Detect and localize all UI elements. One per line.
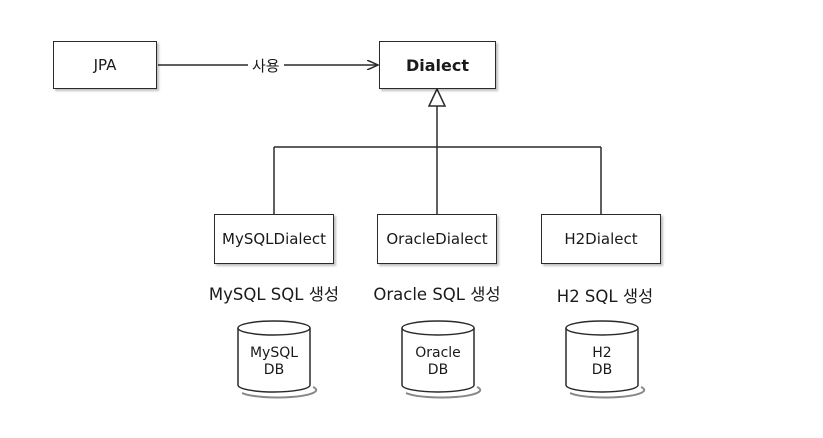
h2-sql-caption: H2 SQL 생성 [556, 287, 654, 306]
mysql-sql-caption: MySQL SQL 생성 [208, 285, 340, 304]
uses-label: 사용 [248, 55, 284, 76]
oracle-sql-caption: Oracle SQL 생성 [373, 285, 501, 304]
oracle-dialect-node: OracleDialect [377, 214, 497, 264]
mysql-db-label-line2: DB [263, 362, 285, 378]
h2-db-label-line2: DB [591, 362, 613, 378]
mysql-db-label-line1: MySQL [249, 345, 299, 361]
oracle-db-label-line2: DB [427, 362, 449, 378]
oracle-db-label: Oracle DB [402, 345, 474, 379]
h2-db-cylinder [565, 320, 646, 399]
h2-db-label-line1: H2 [592, 345, 612, 361]
inheritance-triangle [427, 87, 447, 107]
dialect-node: Dialect [379, 41, 496, 89]
jpa-node: JPA [53, 41, 157, 89]
oracle-db-cylinder [401, 320, 482, 399]
mysql-dialect-node: MySQLDialect [214, 214, 334, 264]
mysql-db-cylinder [237, 320, 318, 399]
h2-dialect-node: H2Dialect [541, 214, 661, 264]
mysql-db-label: MySQL DB [238, 345, 310, 379]
oracle-db-label-line1: Oracle [415, 345, 461, 361]
h2-db-label: H2 DB [566, 345, 638, 379]
